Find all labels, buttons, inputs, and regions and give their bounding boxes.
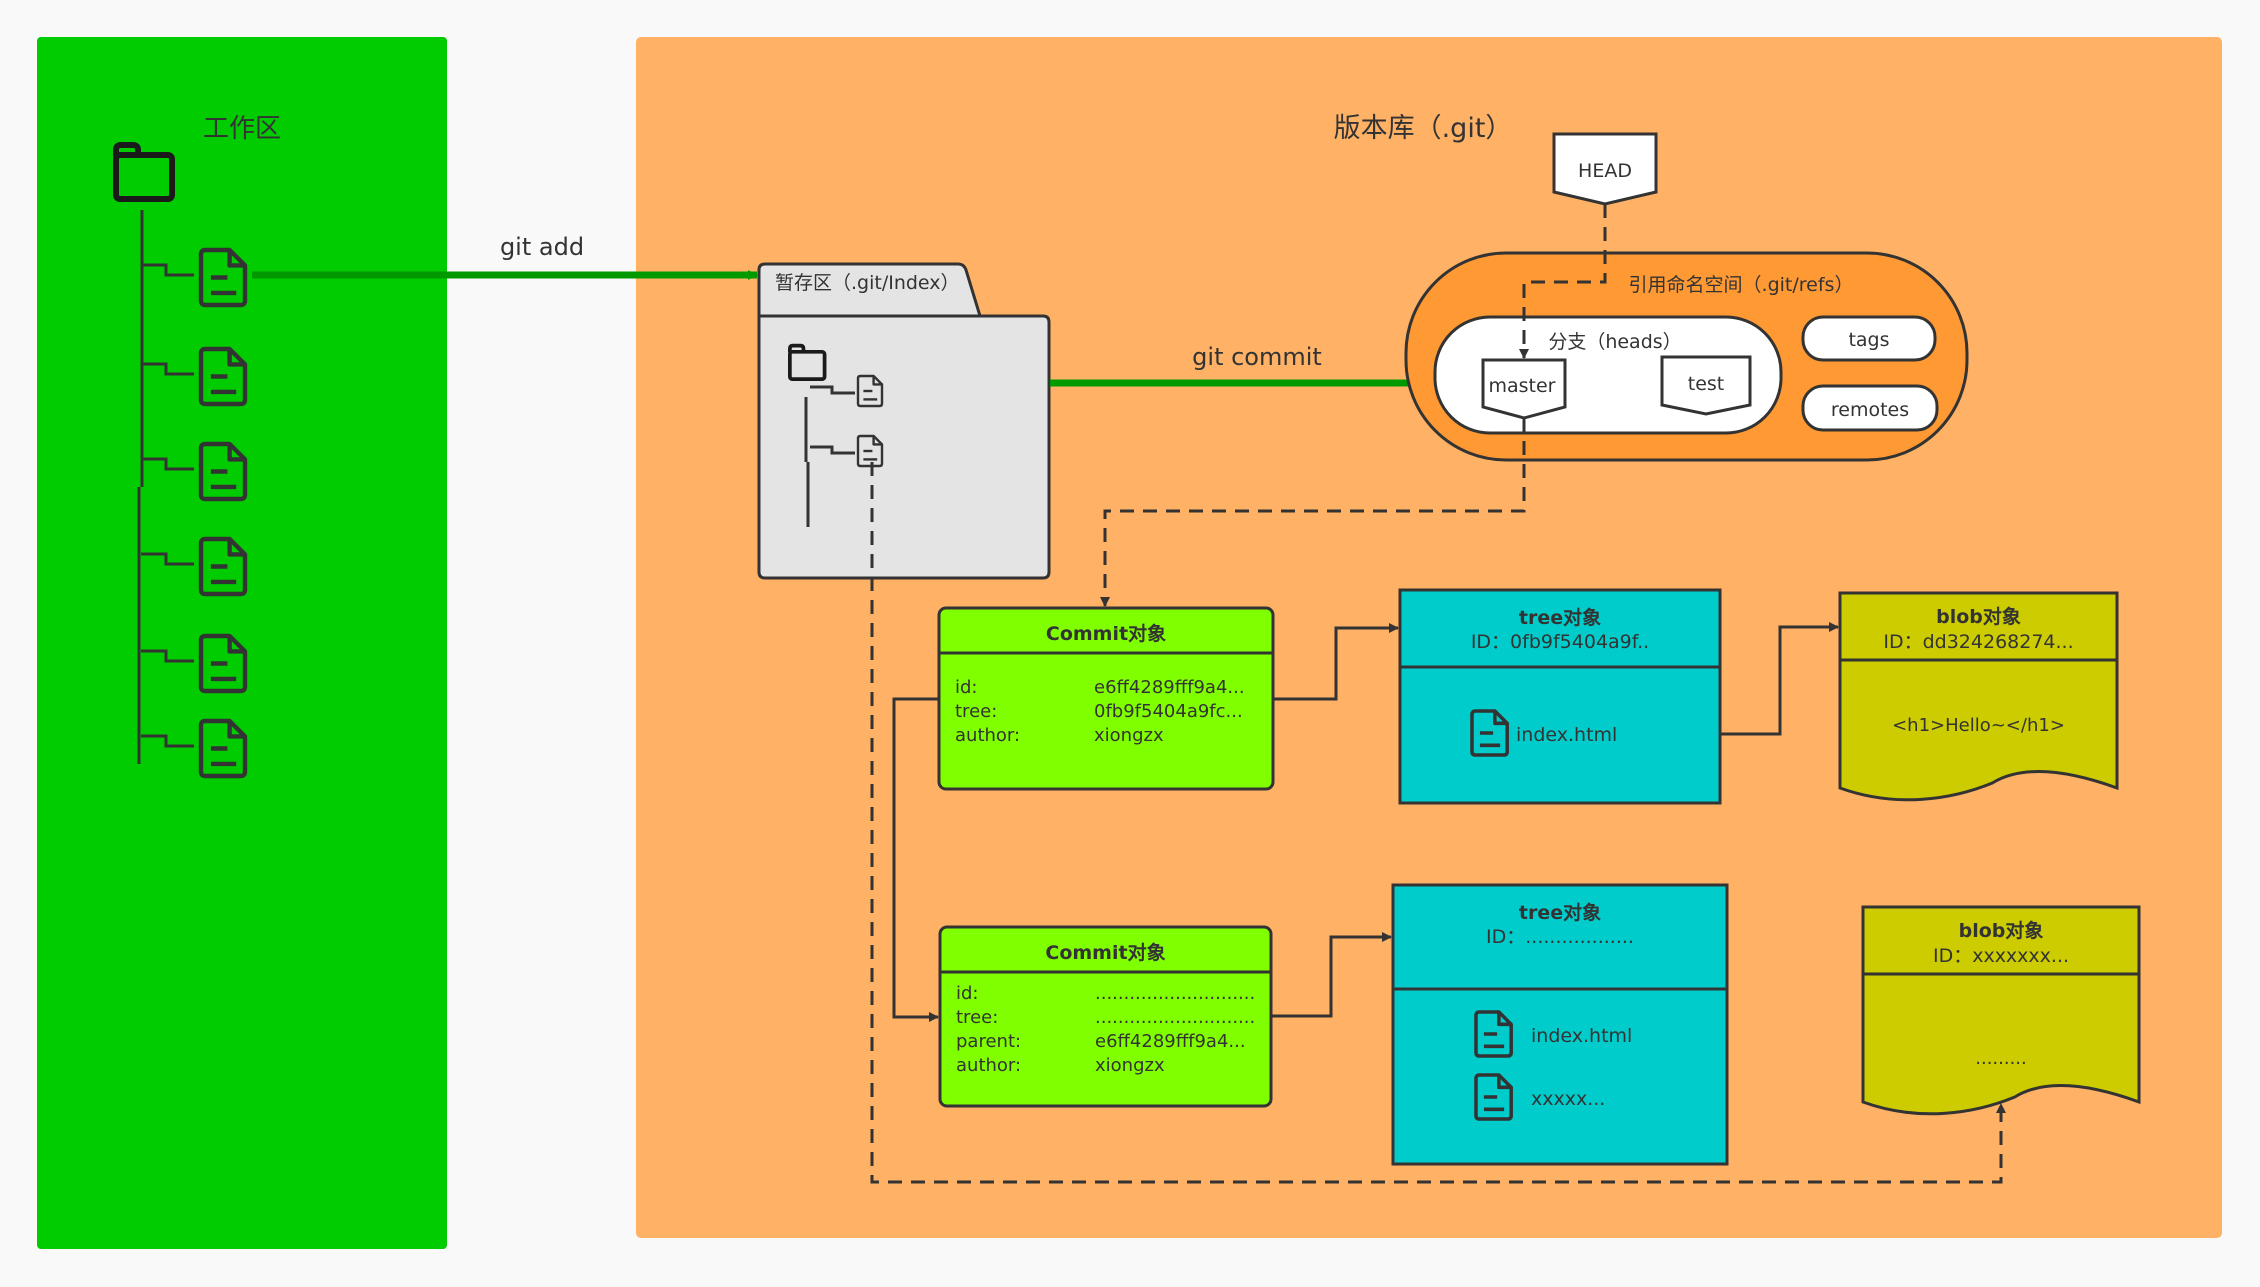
commit-field-value: ............................ [1095,983,1255,1004]
staging-file-tree [804,374,884,527]
blob-title: blob对象 [1959,919,2044,942]
blob-box [1861,905,2141,1116]
tree-branch [141,734,194,748]
commit-field-value: e6ff4289fff9a4... [1095,1031,1246,1052]
tree-box [1398,588,1722,805]
blob-content: ......... [1975,1048,2027,1069]
branch-master-label: master [1488,375,1555,397]
tags-ref-label: tags [1848,329,1889,351]
tree-branch [810,445,855,455]
commit-parent-connector [892,697,939,1022]
commit-object[interactable]: Commit对象 id:............................ t… [938,925,1273,1108]
staging-area-body [757,314,1051,580]
tree-branch [141,263,194,277]
commit-field-value: e6ff4289fff9a4... [1094,677,1245,698]
branch-test-label: test [1688,373,1725,395]
commit-field-value: xiongzx [1094,725,1164,746]
staging-to-blob-connector [870,462,2006,1184]
blob-title: blob对象 [1936,605,2021,628]
tree-branch [141,362,194,376]
working-directory-tree [137,210,245,776]
heads-group-title: 分支（heads） [1548,331,1681,353]
remotes-ref[interactable] [1801,384,1939,432]
tree-id: ID：0fb9f5404a9f.. [1471,631,1649,653]
git-commit-label: git commit [1192,343,1322,371]
commit1-to-tree1-connector [1273,623,1399,701]
branch-master[interactable] [1481,358,1567,420]
tree-branch [141,649,194,663]
branch-test[interactable] [1660,355,1752,416]
blob-id: ID：xxxxxxx... [1933,945,2069,967]
staging-area-title: 暂存区（.git/Index） [775,272,960,294]
tree-objects: tree对象ID：0fb9f5404a9f..index.htmltree对象I… [1391,588,1729,1166]
tags-ref[interactable] [1801,315,1937,362]
head-pointer [1552,132,1658,206]
commit-field-key: tree: [956,1007,998,1028]
head-label: HEAD [1578,160,1632,182]
commit-field-key: id: [955,677,978,698]
commit-field-value: ............................ [1095,1007,1255,1028]
tree-title: tree对象 [1519,901,1601,924]
commit-title: Commit对象 [1046,622,1166,645]
refs-namespace-title: 引用命名空间（.git/refs） [1629,274,1854,296]
head-to-master-connector [1519,204,1607,359]
tree-branch [141,457,194,471]
commit-field-value: xiongzx [1095,1055,1165,1076]
blob-id: ID：dd324268274... [1883,631,2073,653]
staging-area: 暂存区（.git/Index） [757,262,1051,580]
commit-field-key: author: [956,1055,1021,1076]
blob-object[interactable]: blob对象 ID：xxxxxxx............ [1861,905,2141,1116]
blob-object[interactable]: blob对象 ID：dd324268274... <h1>Hello~</h1> [1838,591,2119,802]
master-to-commit-connector [1100,418,1526,607]
commit-field-value: 0fb9f5404a9fc... [1094,701,1243,722]
tree-entry-name: xxxxx... [1531,1088,1605,1110]
commit-field-key: id: [956,983,979,1004]
git-add-label: git add [500,233,584,261]
tree-entry-name: index.html [1531,1025,1632,1047]
tree-id: ID：.................. [1486,926,1634,948]
commit-field-key: parent: [956,1031,1021,1052]
commit-field-key: tree: [955,701,997,722]
blob-content: <h1>Hello~</h1> [1892,715,2065,736]
commit2-to-tree2-connector [1271,932,1392,1018]
working-directory-panel [37,37,447,1249]
blob-box [1838,591,2119,802]
commit-title: Commit对象 [1045,941,1165,964]
tree-entry-name: index.html [1516,724,1617,746]
commit-object[interactable]: Commit对象 id: e6ff4289fff9a4... tree: 0fb9f54… [937,606,1275,791]
commit-objects: Commit对象 id: e6ff4289fff9a4... tree: 0fb9f54… [937,606,1275,1108]
tree1-to-blob1-connector [1720,622,1839,736]
tree-branch [810,385,855,395]
commit-field-key: author: [955,725,1020,746]
tree-box [1391,883,1729,1166]
repository-title: 版本库（.git） [1334,113,1513,144]
remotes-ref-label: remotes [1831,399,1909,421]
staging-area-tab [757,262,983,318]
working-directory-title: 工作区 [203,114,281,144]
tree-branch [141,552,194,566]
tree-title: tree对象 [1519,606,1601,629]
blob-objects: blob对象ID：dd324268274...<h1>Hello~</h1>bl… [1838,591,2141,1116]
